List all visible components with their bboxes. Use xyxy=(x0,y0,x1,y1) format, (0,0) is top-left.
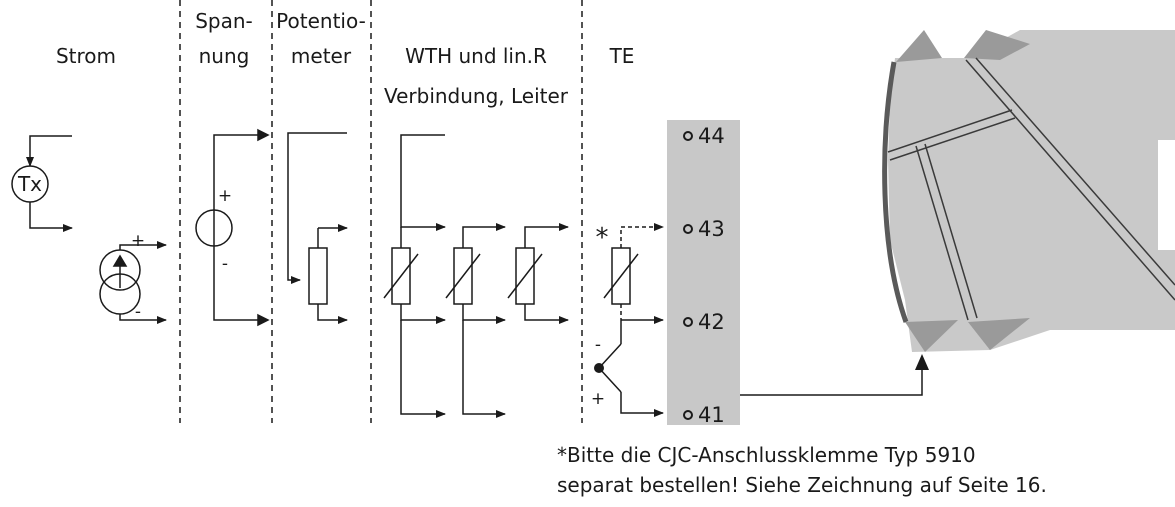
terminal-44-label: 44 xyxy=(698,124,725,148)
heading-strom: Strom xyxy=(56,44,116,68)
rtd-resistors xyxy=(383,134,569,418)
terminal-block: 44 43 42 41 xyxy=(667,120,740,427)
terminal-42-label: 42 xyxy=(698,310,725,334)
transmitter-symbol xyxy=(11,135,73,232)
potentiometer-symbol xyxy=(287,132,348,324)
voltage-source-minus: - xyxy=(222,254,228,274)
terminal-43-screw xyxy=(683,224,693,234)
current-source-symbol xyxy=(99,241,167,324)
terminal-41-screw xyxy=(683,410,693,420)
heading-wth: WTH und lin.R xyxy=(405,44,547,68)
terminal-44-screw xyxy=(683,131,693,141)
cjc-star: * xyxy=(596,223,609,253)
terminal-43-label: 43 xyxy=(698,217,725,241)
heading-te: TE xyxy=(609,44,635,68)
terminal-41-label: 41 xyxy=(698,403,725,427)
thermocouple-symbol xyxy=(598,223,664,417)
heading-spannung-line2: nung xyxy=(199,44,250,68)
column-headings: Strom Span- nung Potentio- meter WTH und… xyxy=(56,9,634,108)
current-source-minus: - xyxy=(135,302,141,322)
footnote-line2: separat bestellen! Siehe Zeichnung auf S… xyxy=(557,473,1047,497)
heading-verbindung: Verbindung, Leiter xyxy=(384,84,569,108)
footnote: *Bitte die CJC-Anschlussklemme Typ 5910 … xyxy=(557,443,1047,497)
heading-potentiometer-line1: Potentio- xyxy=(276,9,366,33)
footnote-line1: *Bitte die CJC-Anschlussklemme Typ 5910 xyxy=(557,443,976,467)
voltage-source-symbol xyxy=(195,128,270,327)
voltage-source-plus: + xyxy=(218,186,232,206)
thermocouple-plus: + xyxy=(591,389,605,409)
column-separators xyxy=(179,0,583,423)
transmitter-label: Tx xyxy=(17,172,42,196)
heading-spannung-line1: Span- xyxy=(195,9,253,33)
device-illustration xyxy=(882,30,1175,352)
terminal-42-screw xyxy=(683,317,693,327)
connector-arrow xyxy=(740,368,923,396)
thermocouple-minus: - xyxy=(595,335,601,355)
symbol-labels: Tx + - + - * - + xyxy=(17,172,609,409)
connector-arrow-head xyxy=(915,354,929,370)
heading-potentiometer-line2: meter xyxy=(291,44,352,68)
thermocouple-junction-dot xyxy=(594,363,604,373)
current-source-plus: + xyxy=(131,231,145,251)
